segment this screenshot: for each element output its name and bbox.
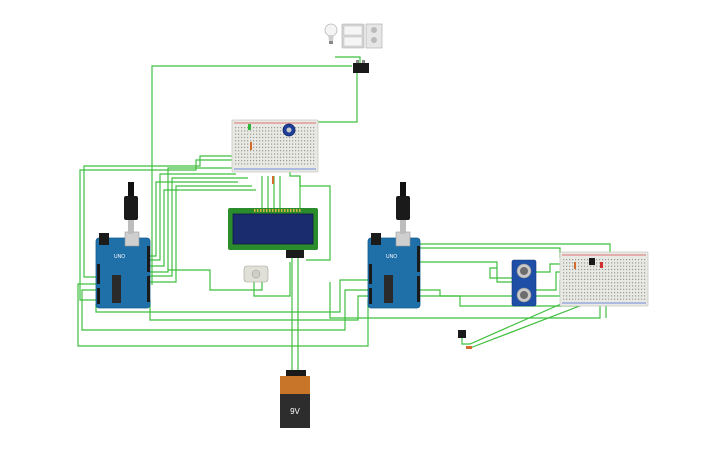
light-bulb[interactable] — [324, 23, 338, 44]
power-outlet[interactable] — [341, 23, 383, 49]
arduino-uno-right[interactable]: UNO — [367, 231, 421, 309]
breadboard-holes — [235, 127, 315, 165]
led-green — [248, 124, 251, 130]
resistor — [574, 262, 576, 269]
ic-chip — [589, 258, 595, 265]
pushbutton[interactable] — [458, 330, 472, 349]
resistor — [250, 142, 252, 150]
relay[interactable] — [353, 60, 369, 73]
transistor — [286, 250, 304, 258]
usb-cable-right — [396, 182, 410, 234]
battery-9v[interactable]: 9V — [280, 370, 310, 428]
wires — [77, 56, 611, 370]
potentiometer[interactable] — [282, 123, 296, 137]
resistor — [466, 346, 472, 349]
svg-text:UNO: UNO — [114, 254, 125, 260]
svg-text:UNO: UNO — [386, 254, 397, 260]
usb-cable-left — [124, 182, 138, 234]
breadboard-right[interactable] — [559, 251, 649, 307]
arduino-uno-left[interactable]: UNO — [95, 231, 151, 309]
lcd-display[interactable] — [228, 208, 318, 250]
breadboard-left[interactable] — [231, 119, 319, 184]
battery-label: 9V — [290, 407, 300, 416]
ultrasonic-sensor[interactable] — [511, 259, 537, 307]
lcd-pins — [254, 209, 301, 212]
resistor — [272, 176, 274, 184]
breadboard-holes — [563, 259, 646, 300]
led-red — [600, 262, 603, 268]
dc-motor[interactable] — [243, 265, 269, 283]
